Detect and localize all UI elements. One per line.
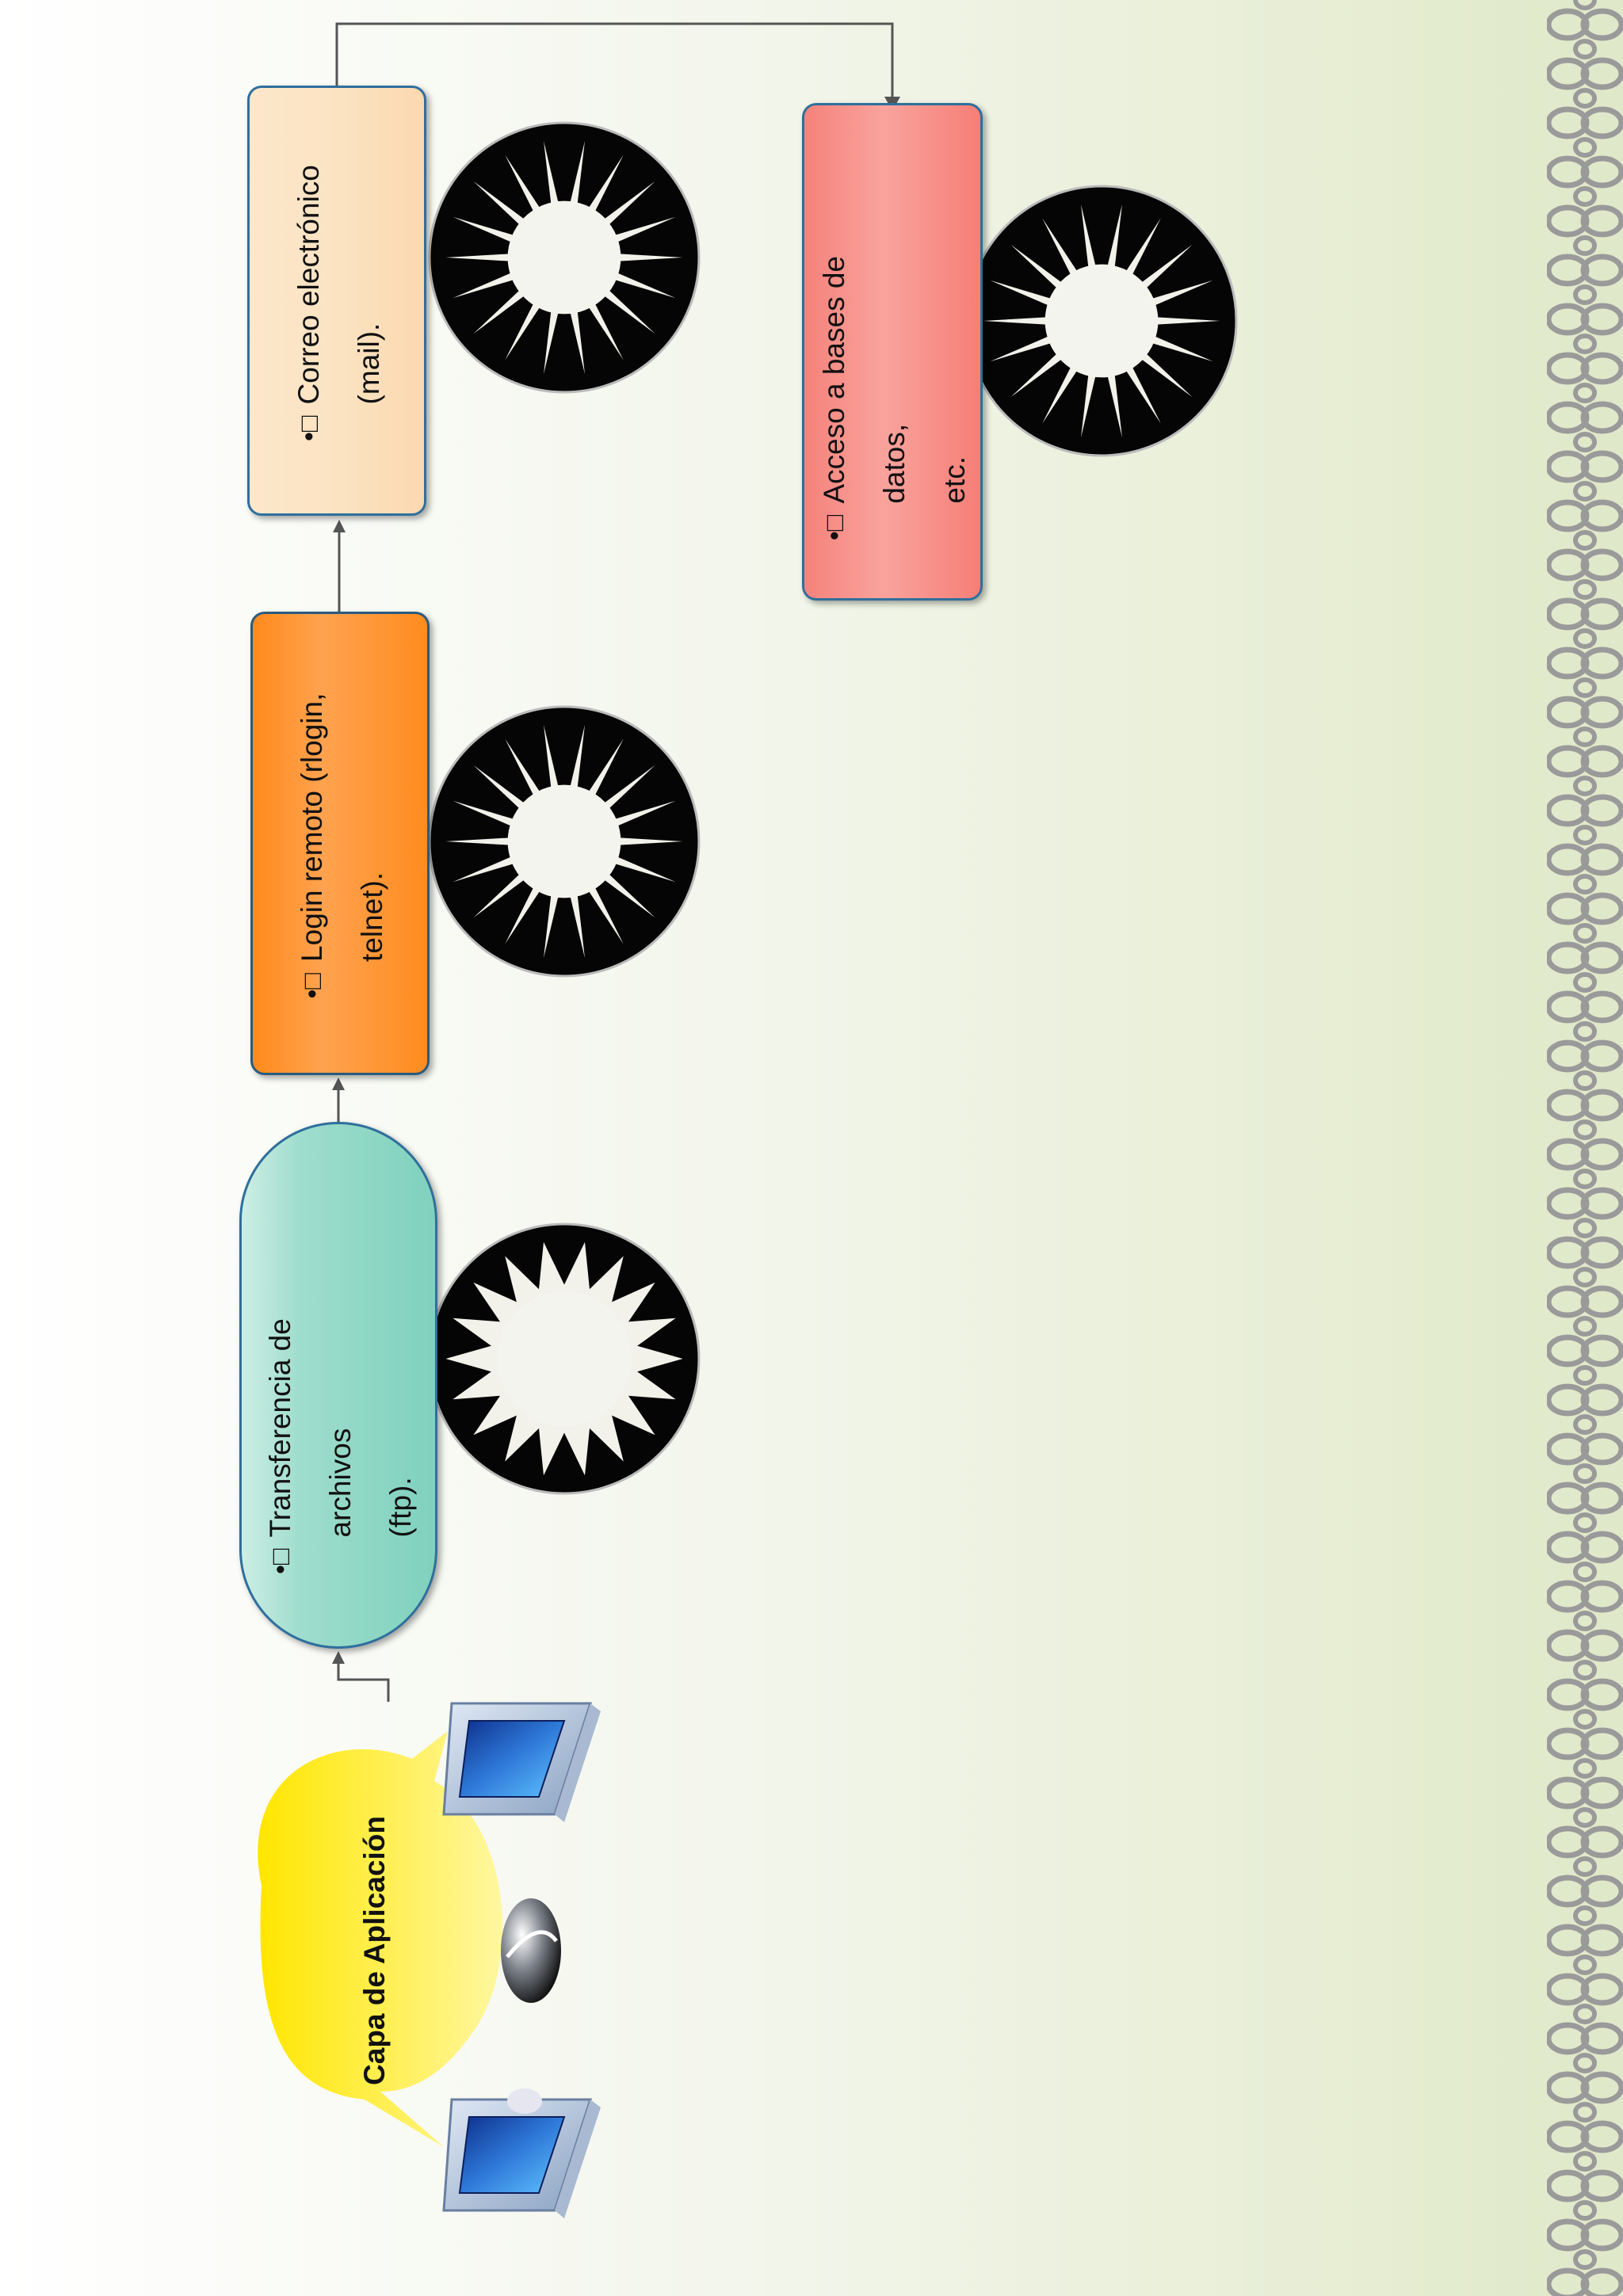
starburst-hub (507, 200, 621, 315)
globe-base (507, 2088, 542, 2114)
starburst-group (428, 121, 1238, 1495)
chain-border-icon (1547, 0, 1623, 2296)
node-email[interactable]: •□ Correo electrónico (mail). (247, 86, 426, 516)
node-database-access[interactable]: •□ Acceso a bases de datos, etc. (802, 103, 983, 601)
bullet-icon: •□ (297, 972, 327, 999)
monitor-icon (442, 2098, 601, 2218)
connector-mail-db (335, 22, 894, 103)
bubble-label: Capa de Aplicación (358, 1816, 391, 2085)
node-text-wrap: •□ Login remoto (rlogin, telnet). (253, 614, 432, 1077)
starburst-hub (507, 784, 621, 898)
globe-icon (501, 1898, 561, 2003)
node-text-wrap: •□ Correo electrónico (mail). (250, 88, 429, 518)
starburst-hub (1044, 264, 1159, 378)
bullet-icon: •□ (819, 514, 850, 541)
monitor-icon (442, 1702, 601, 1822)
bullet-icon: •□ (265, 1548, 296, 1574)
bullet-icon: •□ (294, 415, 324, 441)
starburst-hub (497, 1291, 632, 1426)
node-file-transfer[interactable]: •□ Transferencia de archivos (ftp). (239, 1122, 437, 1649)
connectors (335, 22, 894, 1702)
speech-bubble-icon (258, 1731, 503, 2147)
connector-device-ftp (337, 1657, 390, 1702)
node-label: Correo electrónico (mail). (292, 165, 385, 405)
node-text-wrap: •□ Acceso a bases de datos, etc. (804, 105, 985, 603)
node-label: Login remoto (rlogin, telnet). (296, 692, 388, 962)
globe-highlight (506, 1930, 559, 1958)
node-label: Transferencia de archivos (ftp). (264, 1318, 417, 1538)
node-label: Acceso a bases de datos, etc. (818, 256, 971, 504)
node-text-wrap: •□ Transferencia de archivos (ftp). (242, 1124, 440, 1651)
node-remote-login[interactable]: •□ Login remoto (rlogin, telnet). (250, 612, 430, 1075)
